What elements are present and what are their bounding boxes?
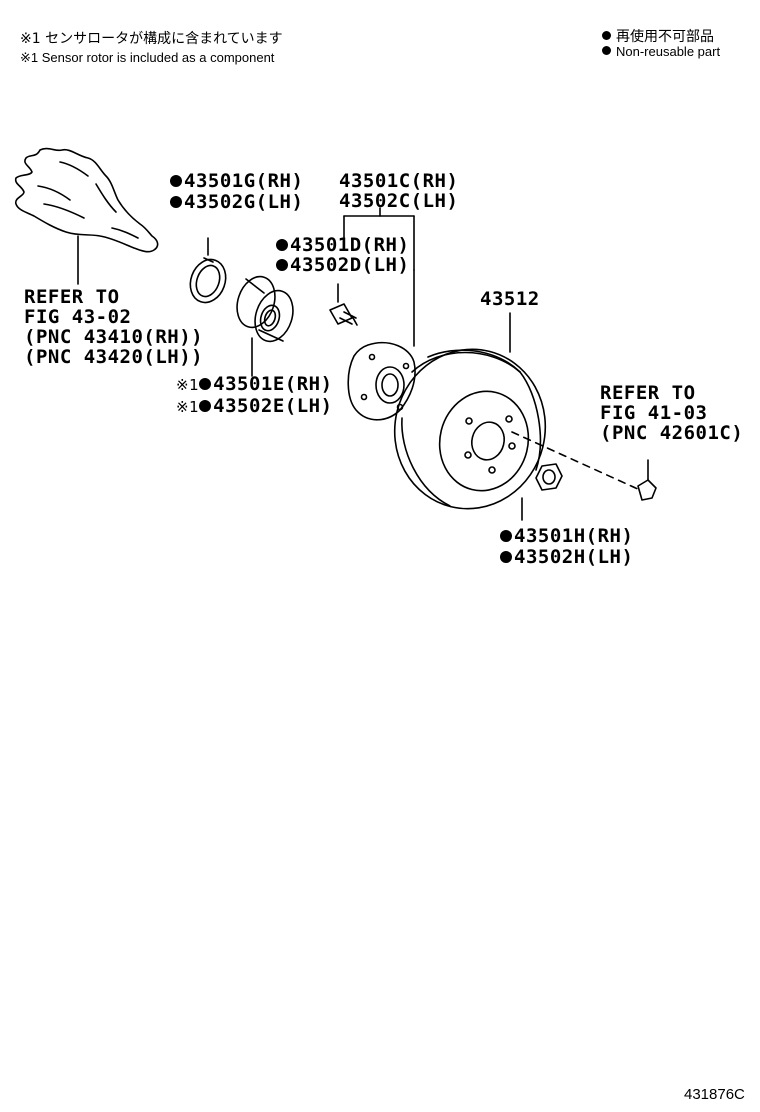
part-label-g-rh[interactable]: 43501G(RH) <box>170 170 303 192</box>
note-jp: ※1 センサロータが構成に含まれています <box>20 31 283 47</box>
assembly-bracket <box>343 207 415 271</box>
ref1-line1: REFER TO <box>24 286 120 308</box>
ref1-line2: FIG 43-02 <box>24 306 132 328</box>
hub-nut <box>521 463 563 521</box>
non-reusable-dot-icon <box>170 175 182 187</box>
legend-jp-row: 再使用不可部品 <box>602 26 714 46</box>
part-number: 43502D(LH) <box>290 254 410 276</box>
brake-disc <box>393 312 547 510</box>
non-reusable-dot-icon <box>199 400 212 412</box>
hub-bearing <box>236 275 294 377</box>
part-label-c-lh[interactable]: 43502C(LH) <box>339 190 459 212</box>
non-reusable-dot-icon <box>500 551 512 563</box>
legend-en: Non-reusable part <box>616 44 721 59</box>
legend-dot-icon <box>602 31 611 40</box>
part-number: 43501D(RH) <box>290 234 410 256</box>
part-label-e-lh[interactable]: ※1 43502E(LH) <box>176 395 333 417</box>
sensor-rotor-mark: ※1 <box>176 376 200 394</box>
non-reusable-dot-icon <box>500 530 512 542</box>
part-number: 43501H(RH) <box>514 525 634 547</box>
sensor-rotor-mark: ※1 <box>176 398 200 416</box>
part-number: 43502H(LH) <box>514 546 634 568</box>
ref2-line3: (PNC 42601C) <box>600 422 744 444</box>
legend-en-row: Non-reusable part <box>602 44 720 59</box>
legend-jp: 再使用不可部品 <box>616 29 714 45</box>
part-number: 43501G(RH) <box>184 170 304 192</box>
non-reusable-dot-icon <box>170 196 182 208</box>
part-label-d-lh[interactable]: 43502D(LH) <box>276 254 409 276</box>
part-number: 43502E(LH) <box>213 395 333 417</box>
figure-code: 431876C <box>684 1086 745 1103</box>
ref1-line3: (PNC 43410(RH)) <box>24 326 204 348</box>
part-label-disc[interactable]: 43512 <box>480 288 540 310</box>
steering-knuckle-reference <box>14 147 159 285</box>
ref1-line4: (PNC 43420(LH)) <box>24 346 204 368</box>
part-label-h-rh[interactable]: 43501H(RH) <box>500 525 633 547</box>
dashed-hidden-line <box>511 431 641 491</box>
axle-hub <box>347 269 416 421</box>
legend-dot-icon <box>602 46 611 55</box>
disc-clip <box>637 459 657 501</box>
ref2-line1: REFER TO <box>600 382 696 404</box>
part-number: 43502G(LH) <box>184 191 304 213</box>
non-reusable-dot-icon <box>276 239 288 251</box>
note-en: ※1 Sensor rotor is included as a compone… <box>20 50 275 65</box>
part-label-d-rh[interactable]: 43501D(RH) <box>276 234 409 256</box>
ref2-line2: FIG 41-03 <box>600 402 708 424</box>
hub-bolt <box>329 283 358 326</box>
non-reusable-dot-icon <box>276 259 288 271</box>
part-label-c-rh[interactable]: 43501C(RH) <box>339 170 459 192</box>
non-reusable-dot-icon <box>199 378 212 390</box>
snap-ring <box>189 237 227 304</box>
part-label-h-lh[interactable]: 43502H(LH) <box>500 546 633 568</box>
part-number: 43501E(RH) <box>213 373 333 395</box>
part-label-g-lh[interactable]: 43502G(LH) <box>170 191 303 213</box>
part-label-e-rh[interactable]: ※1 43501E(RH) <box>176 373 333 395</box>
